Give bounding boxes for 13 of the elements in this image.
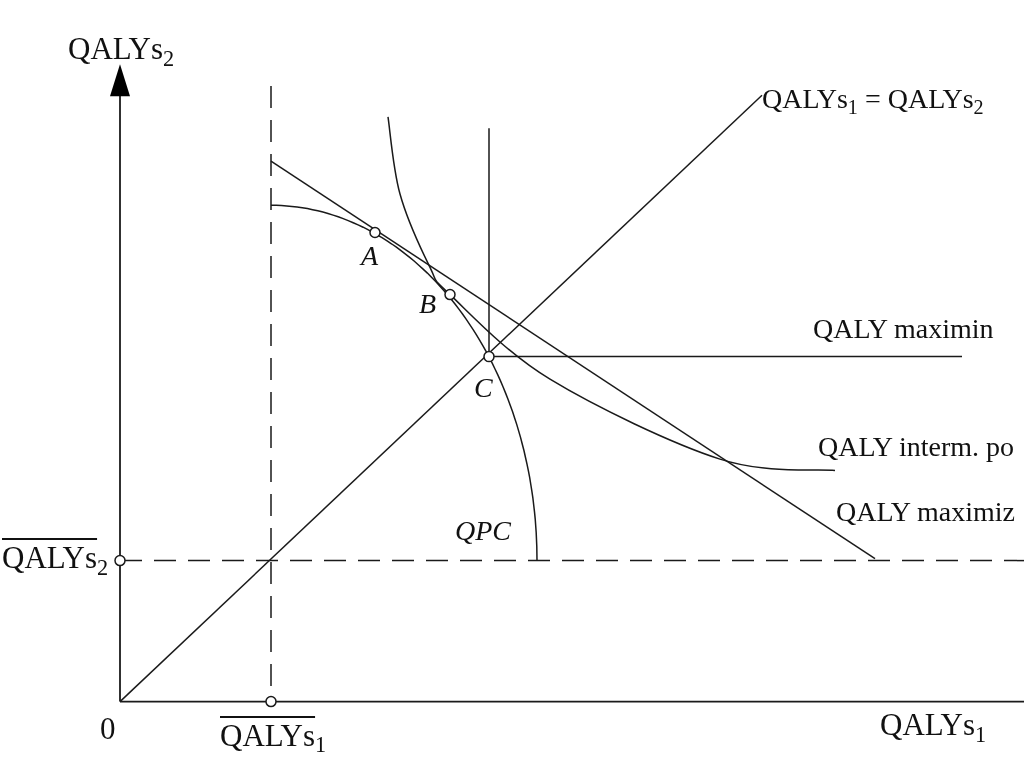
point-label: B: [419, 289, 437, 318]
line-label: QALYs$_{1}$ = QALYs$_{2}$: [762, 84, 984, 118]
curve-label: QALY maximiz: [836, 497, 1015, 526]
curve-label: QALY interm. po: [818, 432, 1014, 461]
axis-tick-label: QALYs$_{1}$: [220, 716, 327, 757]
curve-label: QALY maximin: [813, 315, 994, 344]
axis-label: QALYs$_{1}$: [880, 709, 987, 747]
axis-label: QALYs$_{2}$: [68, 33, 175, 71]
axis-tick-label: QALYs$_{2}$: [2, 539, 109, 580]
curve-label: QPC: [455, 517, 511, 546]
point-label: C: [474, 373, 493, 402]
origin-label: 0: [100, 712, 116, 744]
point-label: A: [361, 241, 379, 270]
